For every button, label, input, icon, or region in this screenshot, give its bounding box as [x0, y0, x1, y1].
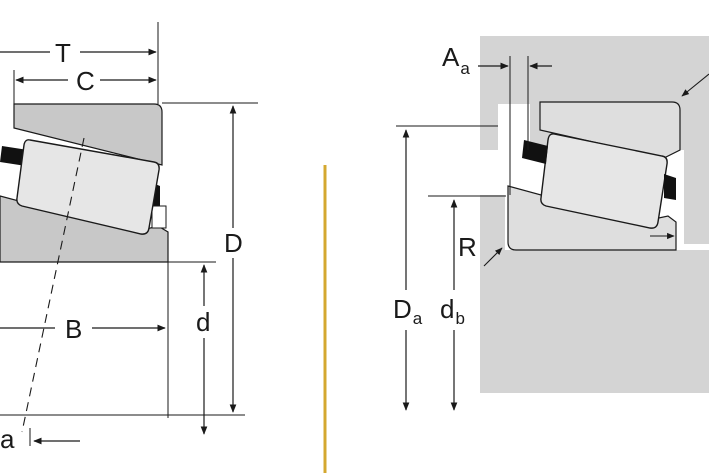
housing-shoulder — [480, 104, 498, 150]
mounted-cup — [539, 101, 681, 159]
right-mounting-view: Aa R Da db — [393, 36, 709, 411]
pressure-center-line — [21, 137, 85, 433]
mounted-roller — [540, 133, 668, 229]
label-C: C — [76, 66, 95, 96]
shaft — [480, 195, 709, 393]
tapered-roller — [16, 139, 160, 235]
mounted-cage-right — [664, 174, 676, 200]
label-D: D — [224, 228, 243, 258]
label-B: B — [65, 314, 82, 344]
left-bearing-view: T C D d B a — [0, 22, 258, 454]
radius-R-leader — [483, 247, 503, 267]
cup-outer-ring — [13, 103, 163, 166]
label-db: db — [440, 294, 465, 328]
label-Da: Da — [393, 294, 423, 328]
cage — [0, 146, 28, 166]
cone-rib — [151, 205, 167, 229]
label-a: a — [0, 424, 15, 454]
label-R: R — [458, 232, 477, 262]
label-T: T — [55, 38, 71, 68]
label-d: d — [196, 307, 210, 337]
label-Aa: Aa — [442, 42, 470, 78]
